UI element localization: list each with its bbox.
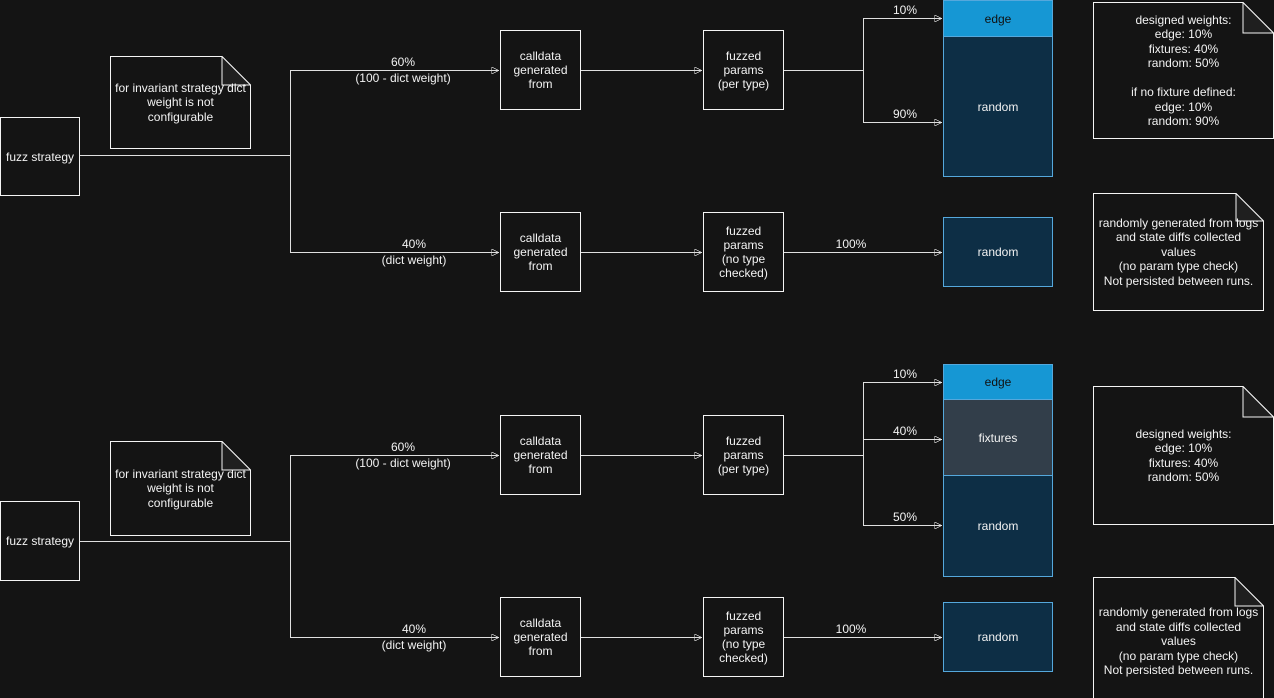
fuzzed-params-no-type-node: fuzzed params (no type checked) <box>703 212 784 292</box>
invariant-weight-note: for invariant strategy dict weight is no… <box>110 441 251 536</box>
generation-stack: edge fixtures random <box>943 364 1053 577</box>
weight-formula-label: (100 - dict weight) <box>352 72 454 85</box>
note-text: randomly generated from logs and state d… <box>1098 605 1259 677</box>
fuzz-strategy-node: fuzz strategy <box>0 117 80 196</box>
note-text: designed weights: edge: 10% fixtures: 40… <box>1135 426 1232 485</box>
weight-label: 60% <box>387 441 419 454</box>
weight-label: 40% <box>398 623 430 636</box>
random-generation-note: randomly generated from logs and state d… <box>1093 193 1264 311</box>
invariant-weight-note: for invariant strategy dict weight is no… <box>110 56 251 149</box>
segment-label: fixtures <box>978 430 1018 445</box>
segment-label: edge <box>984 11 1012 26</box>
split-weight-label: 50% <box>889 511 921 524</box>
fuzzed-params-per-type-node: fuzzed params (per type) <box>703 415 784 495</box>
random-segment: random <box>944 37 1052 176</box>
split-weight-label: 90% <box>889 108 921 121</box>
note-text: for invariant strategy dict weight is no… <box>115 466 246 510</box>
node-label: fuzzed params (no type checked) <box>719 224 768 280</box>
node-label: fuzzed params (no type checked) <box>719 609 768 665</box>
note-text: designed weights: edge: 10% fixtures: 40… <box>1131 12 1236 129</box>
folded-corner <box>1242 386 1274 418</box>
note-text: for invariant strategy dict weight is no… <box>115 80 246 124</box>
random-generation-note: randomly generated from logs and state d… <box>1093 577 1264 698</box>
folded-corner <box>221 441 251 471</box>
folded-corner <box>1242 2 1274 34</box>
note-shape <box>1093 577 1264 698</box>
node-label: fuzzed params (per type) <box>717 434 770 476</box>
random-node: random <box>943 217 1053 287</box>
folded-corner <box>221 56 251 86</box>
fuzzed-params-per-type-node: fuzzed params (per type) <box>703 30 784 110</box>
note-shape <box>110 56 251 149</box>
segment-label: random <box>977 519 1019 533</box>
node-label: fuzz strategy <box>5 149 75 164</box>
node-label: random <box>977 245 1019 259</box>
weight-formula-label: (dict weight) <box>378 254 450 267</box>
weight-formula-label: (100 - dict weight) <box>352 457 454 470</box>
weight-label: 60% <box>387 56 419 69</box>
calldata-node: calldata generated from <box>500 415 581 495</box>
split-weight-label: 10% <box>889 368 921 381</box>
node-label: random <box>977 630 1019 644</box>
fixtures-segment: fixtures <box>944 400 1052 476</box>
split-weight-label: 10% <box>889 4 921 17</box>
note-text: randomly generated from logs and state d… <box>1098 215 1259 288</box>
fuzz-strategy-node: fuzz strategy <box>0 501 80 581</box>
note-shape <box>1093 193 1264 311</box>
node-label: calldata generated from <box>513 231 568 273</box>
weight-formula-label: (dict weight) <box>378 639 450 652</box>
calldata-node: calldata generated from <box>500 30 581 110</box>
random-node: random <box>943 602 1053 672</box>
split-weight-label: 100% <box>832 623 870 636</box>
edge-segment: edge <box>944 365 1052 400</box>
node-label: calldata generated from <box>513 434 568 476</box>
split-weight-label: 100% <box>832 238 870 251</box>
designed-weights-note: designed weights: edge: 10% fixtures: 40… <box>1093 386 1274 525</box>
calldata-node: calldata generated from <box>500 212 581 292</box>
note-shape <box>110 441 251 536</box>
node-label: fuzzed params (per type) <box>717 49 770 91</box>
weight-label: 40% <box>398 238 430 251</box>
random-segment: random <box>944 476 1052 576</box>
node-label: calldata generated from <box>513 49 568 91</box>
designed-weights-note: designed weights: edge: 10% fixtures: 40… <box>1093 2 1274 139</box>
generation-stack: edge random <box>943 0 1053 177</box>
folded-corner <box>1234 577 1264 607</box>
edge-segment: edge <box>944 1 1052 37</box>
split-weight-label: 40% <box>889 425 921 438</box>
segment-label: edge <box>984 375 1012 389</box>
calldata-node: calldata generated from <box>500 597 581 677</box>
node-label: fuzz strategy <box>5 534 75 548</box>
segment-label: random <box>977 99 1019 114</box>
fuzzed-params-no-type-node: fuzzed params (no type checked) <box>703 597 784 677</box>
folded-corner <box>1235 193 1264 222</box>
node-label: calldata generated from <box>513 616 568 658</box>
